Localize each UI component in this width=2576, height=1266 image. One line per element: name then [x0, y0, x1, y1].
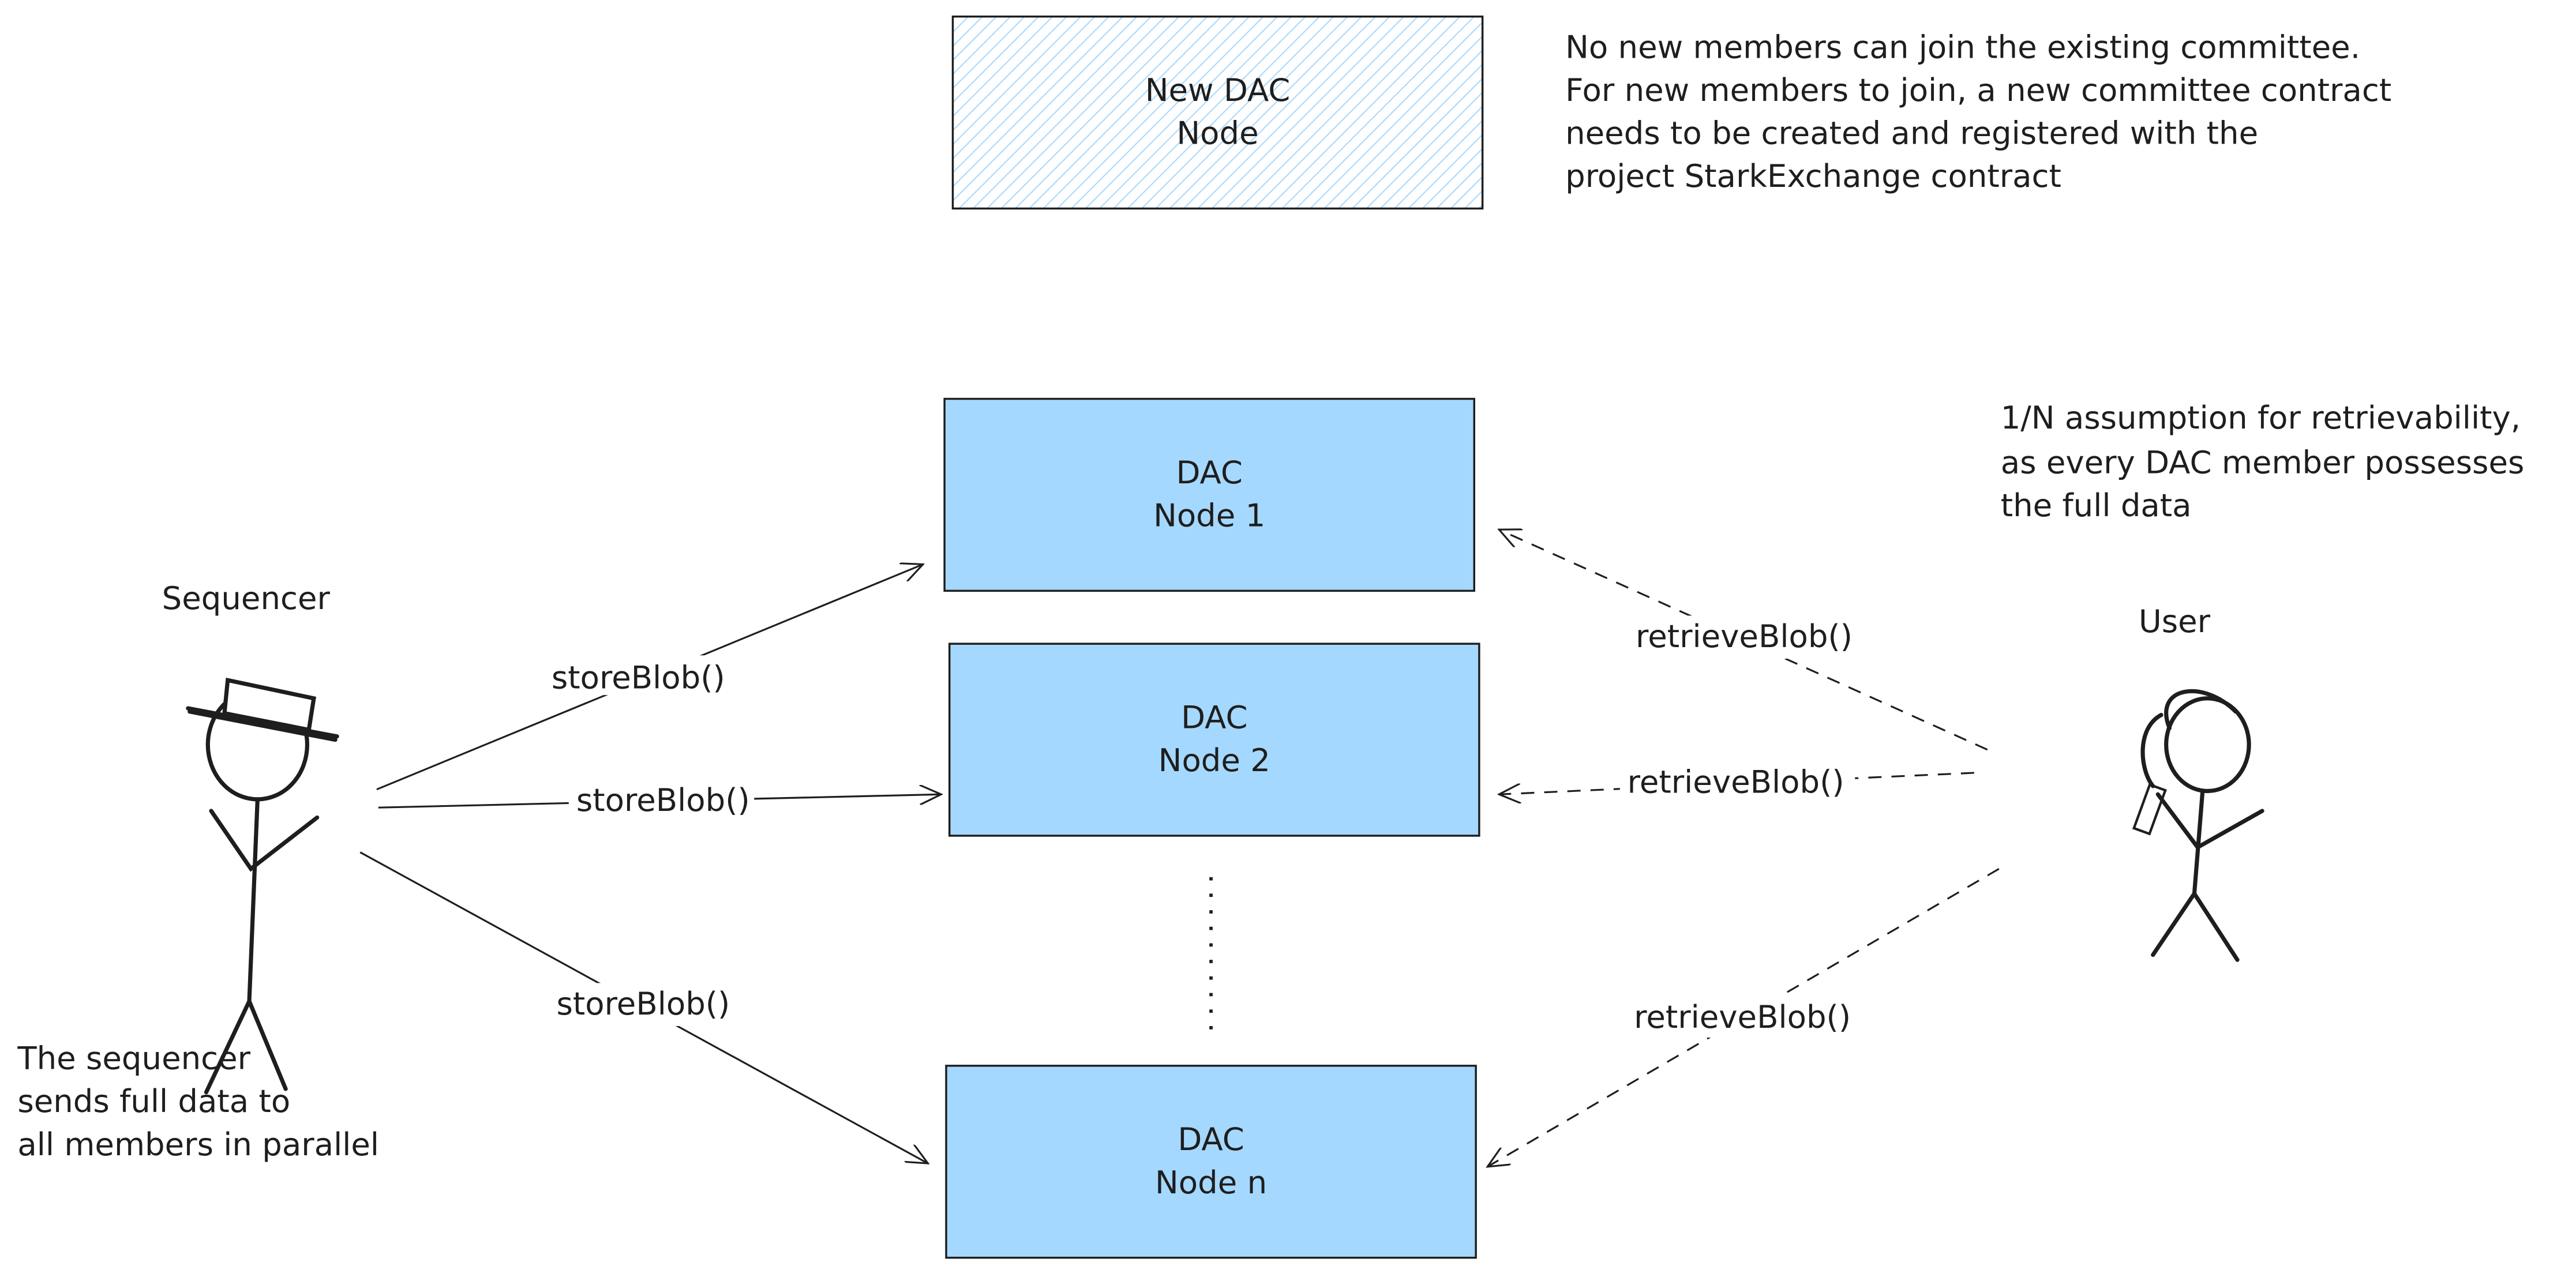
dac-node-2-line2: Node 2: [1158, 742, 1270, 779]
dac-node-2[interactable]: DAC Node 2: [948, 643, 1480, 837]
committee-note-line: needs to be created and registered with …: [1565, 115, 2258, 152]
dac-node-1[interactable]: DAC Node 1: [943, 397, 1476, 592]
dac-node-1-line1: DAC: [1176, 454, 1243, 491]
store-arrow-node-n[interactable]: storeBlob(): [359, 851, 928, 1163]
retrieve-arrow-label: retrieveBlob(): [1628, 763, 1844, 800]
dac-node-1-line2: Node 1: [1153, 497, 1265, 534]
retrievability-note-line: the full data: [2001, 487, 2192, 524]
sequencer-note-line: The sequencer: [17, 1040, 250, 1077]
dac-node-n-line1: DAC: [1178, 1121, 1244, 1158]
retrieve-arrow-label: retrieveBlob(): [1636, 618, 1853, 655]
committee-note-line: project StarkExchange contract: [1565, 157, 2061, 194]
new-dac-node-line2: Node: [1176, 115, 1258, 152]
user-label: User: [2139, 603, 2211, 640]
committee-note-line: No new members can join the existing com…: [1565, 28, 2360, 65]
dac-node-n[interactable]: DAC Node n: [945, 1065, 1477, 1259]
dac-node-2-line1: DAC: [1181, 698, 1247, 735]
sequencer-label: Sequencer: [162, 580, 331, 617]
retrieve-arrow-node-2[interactable]: retrieveBlob(): [1499, 762, 1974, 801]
retrieve-arrow-node-1[interactable]: retrieveBlob(): [1499, 529, 1988, 751]
retrieve-arrow-label: retrieveBlob(): [1634, 998, 1851, 1035]
store-arrow-label: storeBlob(): [576, 782, 750, 818]
retrievability-note: 1/N assumption for retrievability, as ev…: [2001, 399, 2525, 524]
sequencer-note-line: all members in parallel: [17, 1126, 379, 1163]
committee-note-line: For new members to join, a new committee…: [1565, 72, 2391, 108]
new-dac-node[interactable]: New DAC Node: [951, 15, 1484, 210]
retrievability-note-line: 1/N assumption for retrievability,: [2001, 399, 2521, 436]
dac-node-n-line2: Node n: [1155, 1164, 1267, 1201]
retrieve-arrow-node-n[interactable]: retrieveBlob(): [1487, 868, 2000, 1166]
committee-note: No new members can join the existing com…: [1565, 28, 2391, 194]
stick-figure-with-phone-icon: [2132, 689, 2264, 962]
store-arrow-label: storeBlob(): [556, 985, 730, 1022]
store-arrow-label: storeBlob(): [552, 659, 725, 696]
retrievability-note-line: as every DAC member possesses: [2001, 444, 2525, 481]
sequencer-note: The sequencer sends full data to all mem…: [17, 1040, 379, 1163]
sequencer-note-line: sends full data to: [17, 1083, 290, 1120]
store-arrow-node-2[interactable]: storeBlob(): [378, 781, 942, 818]
store-arrow-node-1[interactable]: storeBlob(): [376, 564, 923, 791]
new-dac-node-line1: New DAC: [1145, 72, 1291, 108]
stick-figure-with-hat-icon: [186, 677, 339, 1095]
